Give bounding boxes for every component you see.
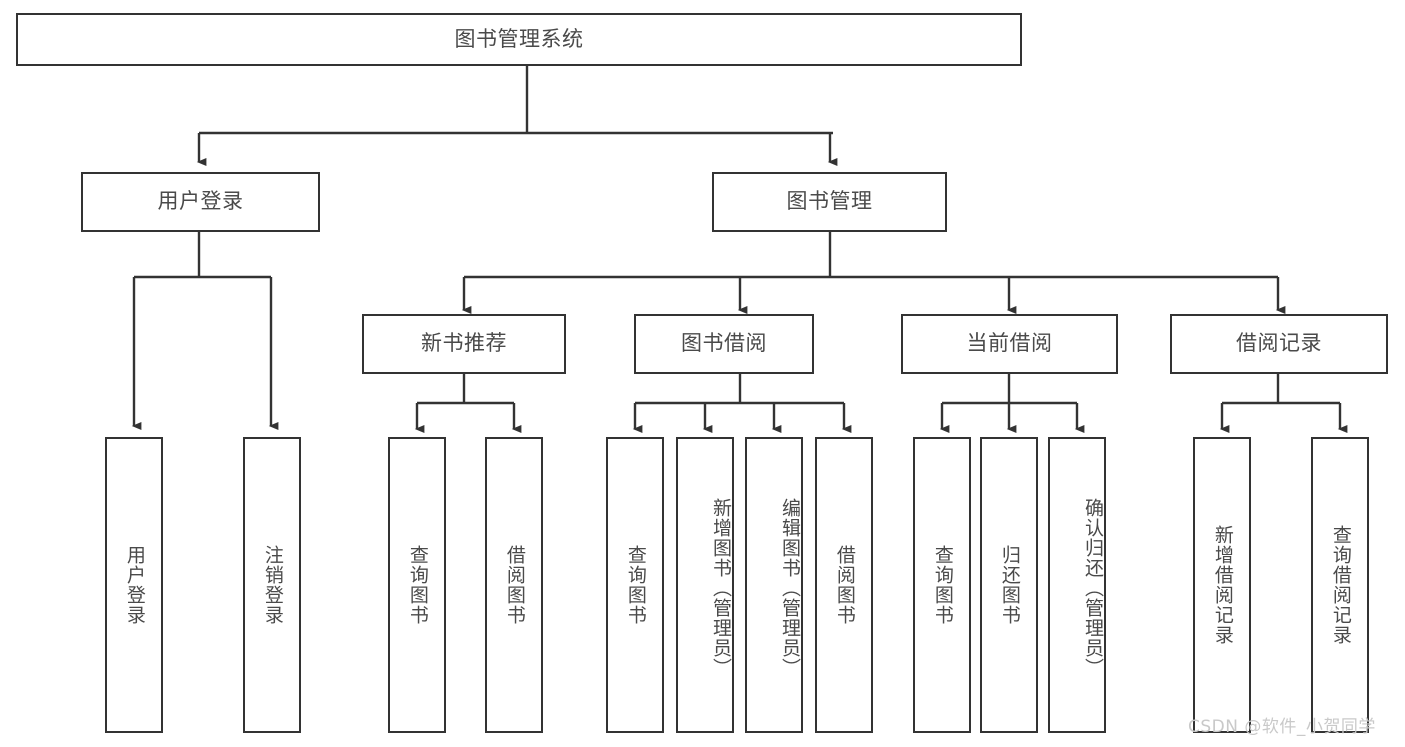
node-book-borrow[interactable]: 图书借阅	[634, 314, 814, 374]
node-current-borrow[interactable]: 当前借阅	[901, 314, 1118, 374]
leaf-book-borrow-add-book-admin[interactable]: 新增图书（管理员）	[676, 437, 734, 733]
leaf-borrow-record-query-record[interactable]: 查询借阅记录	[1311, 437, 1369, 733]
node-user-login[interactable]: 用户登录	[81, 172, 320, 232]
leaf-new-book-borrow-book[interactable]: 借阅图书	[485, 437, 543, 733]
leaf-book-borrow-edit-book-admin[interactable]: 编辑图书（管理员）	[745, 437, 803, 733]
leaf-book-borrow-borrow-book[interactable]: 借阅图书	[815, 437, 873, 733]
leaf-new-book-query-book[interactable]: 查询图书	[388, 437, 446, 733]
csdn-watermark: CSDN @软件_小贺同学	[1188, 717, 1376, 737]
node-new-book-recommend[interactable]: 新书推荐	[362, 314, 566, 374]
leaf-current-borrow-query-book[interactable]: 查询图书	[913, 437, 971, 733]
leaf-current-borrow-confirm-return-admin[interactable]: 确认归还（管理员）	[1048, 437, 1106, 733]
leaf-current-borrow-return-book[interactable]: 归还图书	[980, 437, 1038, 733]
node-borrow-record[interactable]: 借阅记录	[1170, 314, 1388, 374]
node-root-book-management-system[interactable]: 图书管理系统	[16, 13, 1022, 66]
leaf-borrow-record-add-record[interactable]: 新增借阅记录	[1193, 437, 1251, 733]
leaf-user-login-login[interactable]: 用户登录	[105, 437, 163, 733]
node-book-management[interactable]: 图书管理	[712, 172, 947, 232]
leaf-user-login-logout[interactable]: 注销登录	[243, 437, 301, 733]
leaf-book-borrow-query-book[interactable]: 查询图书	[606, 437, 664, 733]
